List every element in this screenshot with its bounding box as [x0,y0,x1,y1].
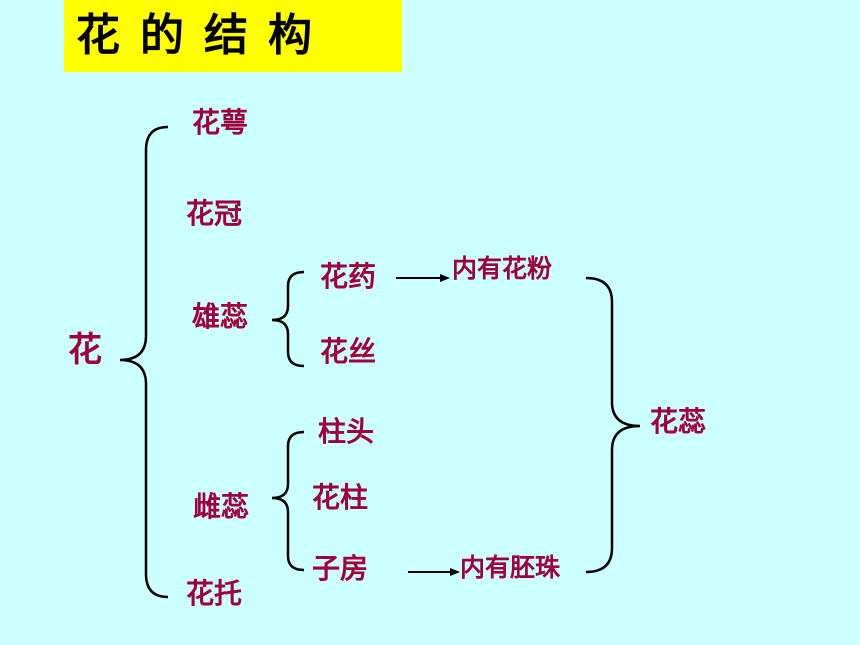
arrowhead-pollen [440,274,450,282]
filament-label: 花丝 [320,335,377,368]
root-label: 花 [68,330,102,370]
style-label: 花柱 [312,481,369,514]
sepal-label: 花萼 [192,106,249,139]
ovary-label: 子房 [312,552,369,585]
ovule-label: 内有胚珠 [460,553,561,582]
anther-label: 花药 [320,260,377,293]
pistil-brace [271,430,305,572]
group-label: 花蕊 [650,405,707,438]
arrowhead-ovule [450,568,460,576]
petal-label: 花冠 [186,197,243,230]
pistil-label: 雌蕊 [193,490,250,523]
group-brace [585,276,641,574]
receptacle-label: 花托 [186,577,243,610]
root-brace [119,125,169,599]
title-banner [64,0,402,72]
stigma-label: 柱头 [318,415,375,448]
page-title: 花的结构 [76,10,332,61]
pollen-label: 内有花粉 [452,254,553,283]
stamen-brace [271,270,305,368]
stamen-label: 雄蕊 [192,300,249,333]
